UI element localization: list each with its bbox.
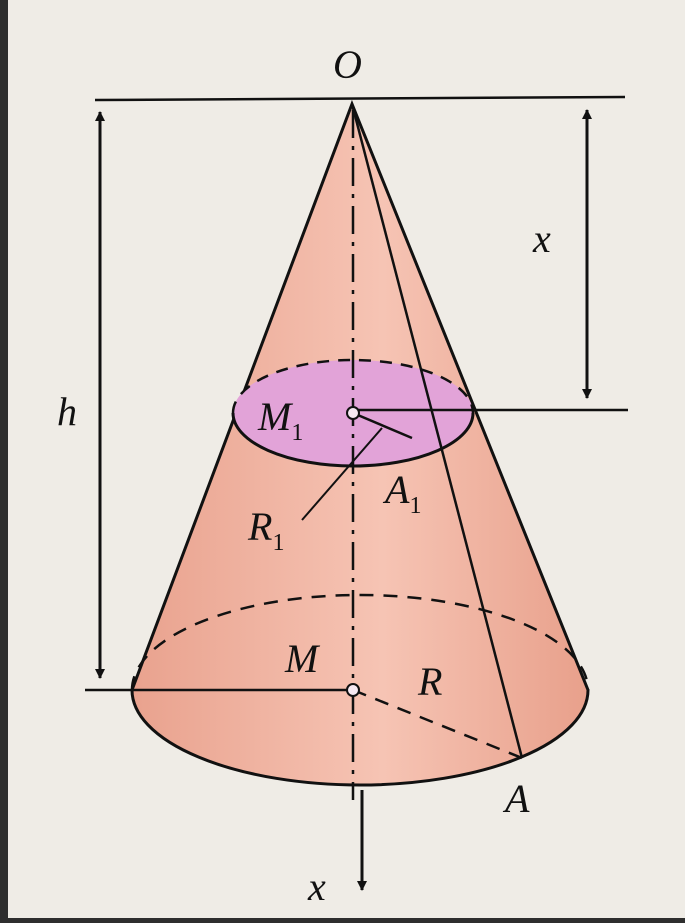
label-base-center: M xyxy=(284,636,321,681)
label-section-radius: R1 xyxy=(247,504,284,556)
label-base-point: A xyxy=(502,776,530,821)
base-ellipse-back xyxy=(130,593,590,691)
label-apex: O xyxy=(333,42,362,87)
section-center-point xyxy=(346,406,360,420)
section-radius xyxy=(352,411,413,440)
base-center-point xyxy=(346,683,360,697)
base-radius xyxy=(352,688,523,760)
label-section-point: A1 xyxy=(382,467,421,519)
label-section-center: M1 xyxy=(257,394,303,446)
section-radius-leader xyxy=(301,427,383,521)
cross-section-back xyxy=(231,358,475,414)
label-distance: x xyxy=(532,216,551,261)
label-axis: x xyxy=(307,864,326,909)
label-height: h xyxy=(57,389,77,434)
label-base-radius: R xyxy=(417,659,442,704)
top-line xyxy=(94,95,626,102)
generator-OA xyxy=(350,103,524,759)
